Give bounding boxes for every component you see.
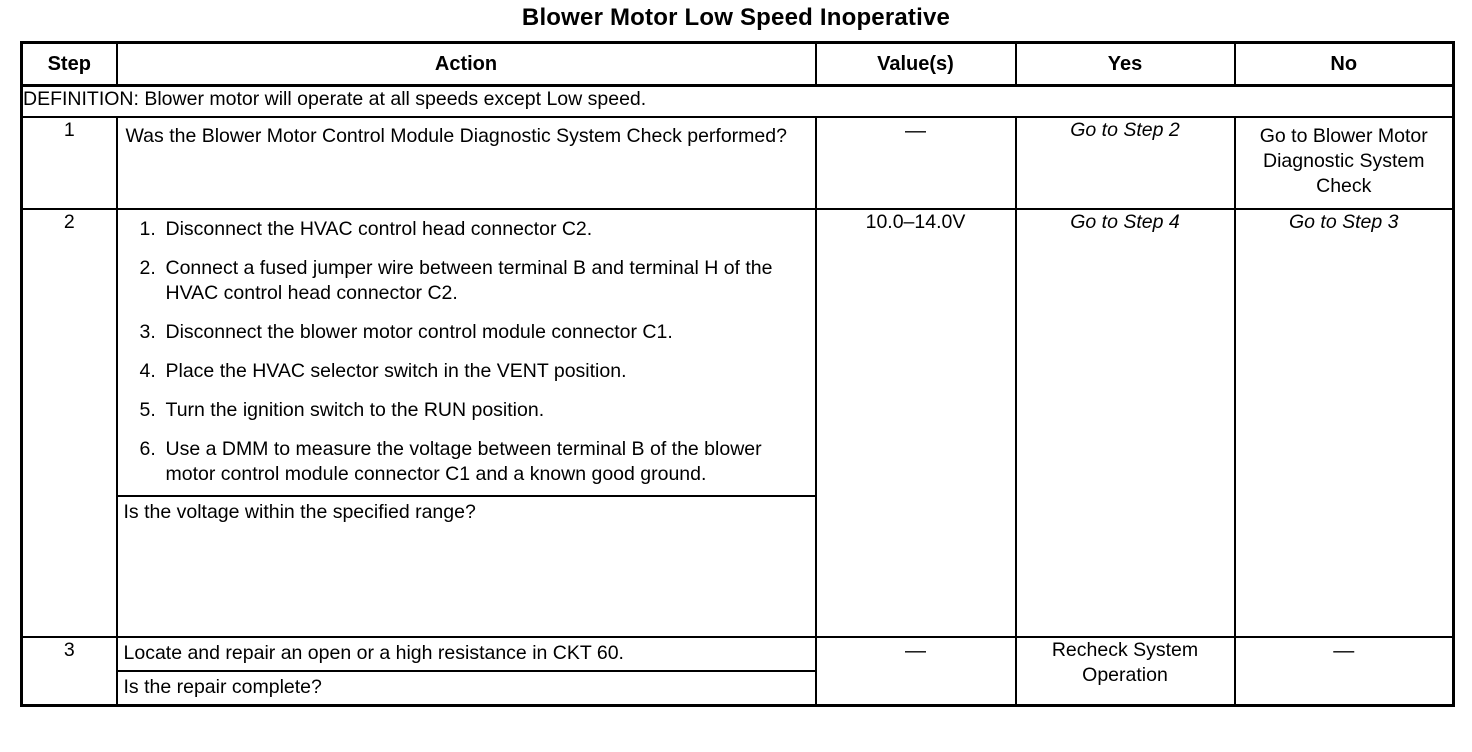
step-no-cell: Go to Step 3	[1233, 208, 1455, 638]
step-action-text: Was the Blower Motor Control Module Diag…	[125, 125, 787, 147]
list-item-number: 1.	[139, 218, 156, 240]
step-no-cell: —	[1233, 636, 1455, 707]
column-header-action: Action	[115, 41, 817, 87]
step-action-list-wrap: 1. Disconnect the HVAC control head conn…	[118, 210, 815, 487]
step-value-text: 10.0–14.0V	[865, 211, 966, 233]
list-item: 3. Disconnect the blower motor control m…	[118, 320, 809, 345]
step-no-cell: Go to Blower Motor Diagnostic System Che…	[1233, 116, 1455, 210]
step-action-list: 1. Disconnect the HVAC control head conn…	[118, 217, 809, 487]
list-item-number: 2.	[139, 257, 156, 279]
step-number: 3	[20, 636, 118, 707]
column-header-yes: Yes	[1014, 41, 1236, 87]
step-yes-text[interactable]: Go to Step 4	[1070, 211, 1180, 233]
table-header-row: Step Action Value(s) Yes No	[20, 41, 1455, 87]
step-value-cell: —	[814, 636, 1017, 707]
list-item-text: Disconnect the HVAC control head connect…	[165, 218, 593, 240]
step-no-text: —	[1333, 639, 1355, 662]
table-row: 2 1. Disconnect the HVAC control head co…	[20, 208, 1455, 638]
table-row: 3 Locate and repair an open or a high re…	[20, 636, 1455, 707]
list-item: 6. Use a DMM to measure the voltage betw…	[118, 437, 809, 487]
step-number: 2	[20, 208, 118, 638]
column-header-no: No	[1233, 41, 1455, 87]
step-no-text[interactable]: Go to Step 3	[1289, 211, 1399, 233]
list-item-text: Use a DMM to measure the voltage between…	[165, 438, 762, 485]
step-action-cell: Locate and repair an open or a high resi…	[115, 636, 817, 707]
step-value-cell: 10.0–14.0V	[814, 208, 1017, 638]
list-item-number: 4.	[139, 360, 156, 382]
definition-row: DEFINITION: Blower motor will operate at…	[20, 84, 1455, 118]
step-action-text: Locate and repair an open or a high resi…	[123, 642, 624, 664]
list-item: 5. Turn the ignition switch to the RUN p…	[118, 398, 809, 423]
list-item-text: Disconnect the blower motor control modu…	[165, 321, 673, 343]
step-action-cell: 1. Disconnect the HVAC control head conn…	[115, 208, 817, 638]
diagnostic-table: Step Action Value(s) Yes No DEFINITION: …	[20, 41, 1455, 707]
step-yes-cell: Go to Step 2	[1014, 116, 1236, 210]
column-header-step: Step	[20, 41, 118, 87]
step-action-cell: Was the Blower Motor Control Module Diag…	[115, 116, 817, 210]
step-yes-text[interactable]: Recheck System Operation	[1051, 639, 1199, 686]
step-number: 1	[20, 116, 118, 210]
definition-text: DEFINITION: Blower motor will operate at…	[20, 84, 1455, 118]
list-item-number: 5.	[139, 399, 156, 421]
page-title: Blower Motor Low Speed Inoperative	[521, 4, 951, 31]
column-header-values: Value(s)	[814, 41, 1017, 87]
list-item-text: Connect a fused jumper wire between term…	[165, 257, 773, 304]
step-value-text: —	[905, 639, 926, 662]
step-question-text: Is the voltage within the specified rang…	[117, 495, 815, 530]
list-item-text: Place the HVAC selector switch in the VE…	[165, 360, 627, 382]
step-value-text: —	[905, 119, 926, 142]
list-item-number: 6.	[139, 438, 156, 460]
list-item-number: 3.	[139, 321, 156, 343]
step-yes-cell: Go to Step 4	[1014, 208, 1236, 638]
list-item: 1. Disconnect the HVAC control head conn…	[118, 217, 809, 242]
step-value-cell: —	[814, 116, 1017, 210]
step-yes-cell: Recheck System Operation	[1014, 636, 1236, 707]
step-yes-text[interactable]: Go to Step 2	[1070, 119, 1180, 141]
list-item-text: Turn the ignition switch to the RUN posi…	[165, 399, 545, 421]
list-item: 4. Place the HVAC selector switch in the…	[118, 359, 809, 384]
step-no-text[interactable]: Go to Blower Motor Diagnostic System Che…	[1259, 125, 1428, 197]
table-row: 1 Was the Blower Motor Control Module Di…	[20, 116, 1455, 210]
list-item: 2. Connect a fused jumper wire between t…	[118, 256, 809, 306]
step-question-text: Is the repair complete?	[117, 670, 815, 704]
